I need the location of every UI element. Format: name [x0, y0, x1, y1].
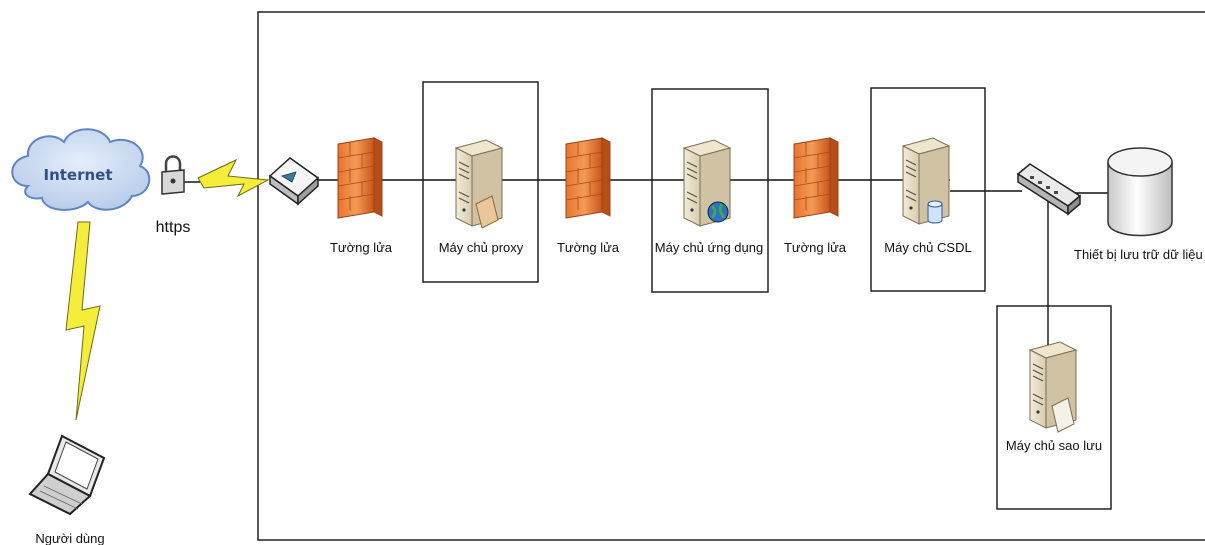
proxy-server-box	[422, 81, 539, 283]
laptop-icon	[28, 434, 106, 516]
network-switch-icon	[1016, 163, 1082, 216]
internet-label: Internet	[43, 166, 112, 184]
db-server-box	[870, 87, 986, 292]
app-server-label: Máy chủ ứng dụng	[655, 240, 763, 255]
firewall-3-label: Tường lửa	[784, 240, 847, 255]
lock-icon	[161, 155, 185, 195]
user-label: Người dùng	[35, 531, 104, 545]
firewall-2-label: Tường lửa	[557, 240, 620, 255]
connection-lines	[181, 179, 1140, 345]
backup-server-box	[996, 305, 1112, 510]
storage-cylinder-icon	[1107, 147, 1173, 237]
globe-icon	[707, 201, 729, 223]
document-icon	[475, 195, 499, 229]
document-icon	[1051, 397, 1075, 433]
wireless-link-icon	[197, 158, 270, 198]
https-label: https	[156, 219, 191, 236]
backup-server-label: Máy chủ sao lưu	[1006, 438, 1102, 453]
db-server-label: Máy chủ CSDL	[884, 240, 971, 255]
firewall-icon	[565, 137, 611, 219]
wireless-link-icon	[65, 221, 101, 421]
internet-cloud-icon	[11, 128, 151, 211]
storage-label: Thiết bị lưu trữ dữ liệu	[1074, 247, 1203, 262]
firewall-1-label: Tường lửa	[330, 240, 393, 255]
database-icon	[927, 200, 943, 224]
firewall-icon	[337, 137, 383, 219]
proxy-server-label: Máy chủ proxy	[439, 240, 524, 255]
firewall-icon	[793, 137, 839, 219]
router-icon	[268, 157, 320, 206]
system-boundary	[257, 11, 1205, 541]
app-server-box	[651, 88, 769, 293]
